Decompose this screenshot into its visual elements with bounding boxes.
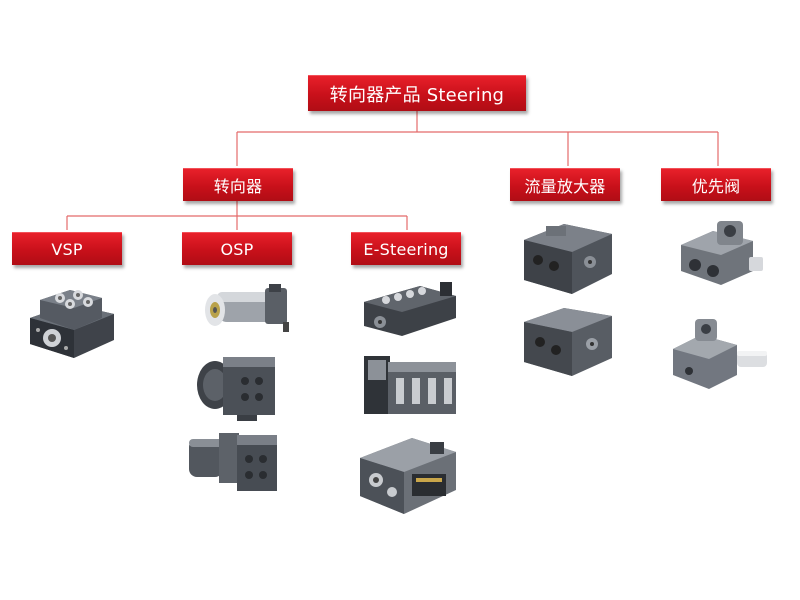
esteering-valve-stack-image xyxy=(364,356,456,414)
node-label: VSP xyxy=(51,239,83,259)
vsp-orbital-unit-image xyxy=(30,290,114,358)
node-priority-valve: 优先阀 xyxy=(661,168,771,201)
flow-amplifier-image-2 xyxy=(524,308,612,376)
node-label: 优先阀 xyxy=(691,177,741,196)
node-steering: 转向器 xyxy=(183,168,293,201)
priority-valve-image-1 xyxy=(681,221,763,285)
node-label: 流量放大器 xyxy=(524,177,606,196)
node-label: E-Steering xyxy=(363,239,449,259)
node-osp: OSP xyxy=(182,232,292,265)
osp-unit-image xyxy=(197,357,275,421)
node-vsp: VSP xyxy=(12,232,122,265)
priority-valve-image-2 xyxy=(673,319,767,389)
flow-amplifier-image-1 xyxy=(524,224,612,294)
node-label: 转向器产品 Steering xyxy=(329,84,505,106)
osp-motor-unit-image xyxy=(205,284,289,332)
node-flow-amplifier: 流量放大器 xyxy=(510,168,620,201)
node-label: 转向器 xyxy=(213,177,263,196)
node-steering-products: 转向器产品 Steering xyxy=(308,75,526,111)
esteering-proportional-valve-image xyxy=(360,438,456,514)
osp-unit-side-image xyxy=(189,433,277,491)
node-esteering: E-Steering xyxy=(351,232,461,265)
esteering-valve-block-image xyxy=(364,282,456,336)
node-label: OSP xyxy=(220,239,254,259)
